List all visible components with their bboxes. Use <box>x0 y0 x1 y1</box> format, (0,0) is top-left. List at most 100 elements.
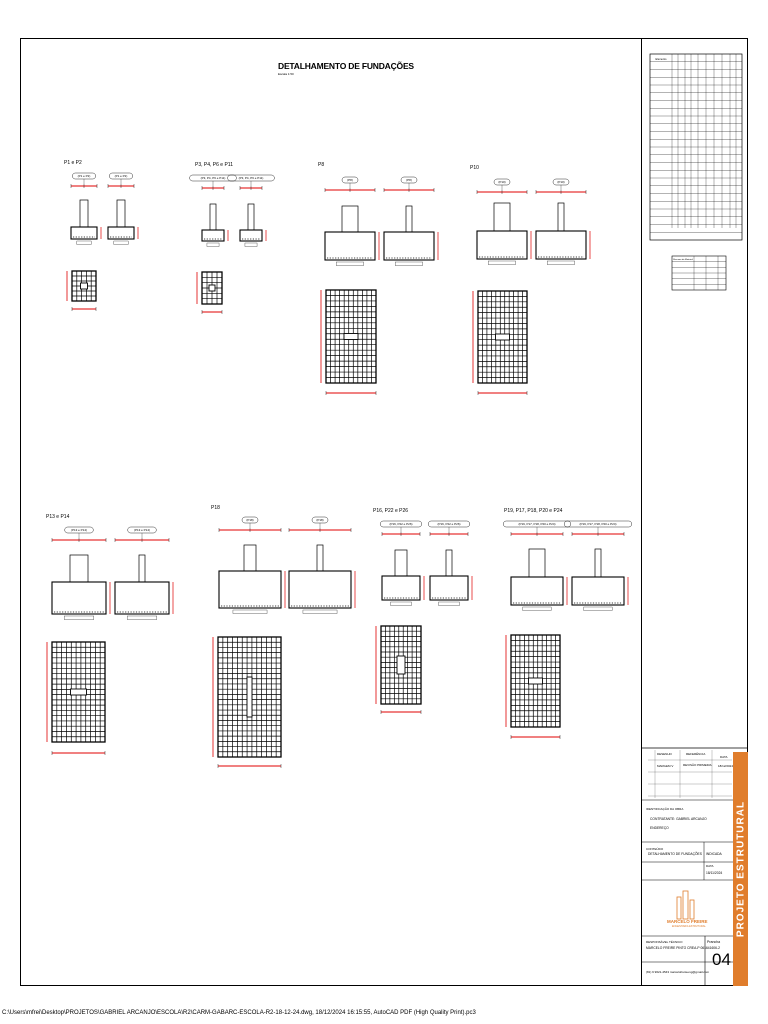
footing-block <box>535 230 587 260</box>
footing-plan <box>51 641 106 743</box>
footing-block <box>107 226 135 240</box>
column-label: (P18) <box>316 518 323 522</box>
footing-block <box>429 575 469 601</box>
footing-tag <box>206 242 220 247</box>
column-stub <box>557 202 565 232</box>
column-stub <box>116 199 126 228</box>
group-label-p18: P18 <box>211 505 220 511</box>
column-label: (P19, P17, P18, P20 e P24) <box>579 522 616 526</box>
logo-name: MARCELO FREIRE <box>667 919 708 924</box>
table-header-element: Elemento <box>656 57 668 61</box>
rev-row-2: REVISÃO PRIMEIRA <box>683 763 712 767</box>
group-label-p3: P3, P4, P6 e P11 <box>195 162 233 168</box>
column-outline <box>246 676 253 718</box>
group-label-p16: P16, P22 e P26 <box>373 508 409 514</box>
footing-tag <box>64 615 95 620</box>
contact: (81) 9 9621-4543 marcelofreireeng@gmail.… <box>646 970 710 974</box>
footing-block <box>571 576 625 606</box>
footing-plan <box>380 625 422 705</box>
client-label: IDENTIFICAÇÃO DA OBRA <box>646 807 684 811</box>
footing-plan <box>477 290 528 384</box>
column-label: (P13 e P14) <box>71 528 87 532</box>
footing-tag <box>302 609 338 614</box>
column-stub <box>243 544 257 572</box>
footing-plan <box>510 634 561 728</box>
scale-value: INDICADA <box>706 852 722 856</box>
drawing-sheet <box>20 38 748 986</box>
responsible-value: MARCELO FREIRE PINTO CREA-P 061641606-2 <box>646 946 720 950</box>
footing-tag <box>113 240 129 245</box>
rev-row-3: 18/12/2024 <box>718 764 734 768</box>
logo-icon <box>682 890 689 920</box>
column-outline <box>208 284 216 292</box>
footing-block <box>70 226 98 240</box>
summary-header: Resumo do Material <box>673 258 693 261</box>
column-label: (P16, P22 e P26) <box>437 522 460 526</box>
file-path-footer: C:\Users\mfrei\Desktop\PROJETOS\GABRIEL … <box>2 1010 476 1016</box>
column-outline <box>528 677 543 685</box>
content-label: CONTEÚDO <box>646 847 664 851</box>
column-label: (P19, P17, P18, P20 e P24) <box>518 522 555 526</box>
column-label: (P3, P4, P6 e P11) <box>239 176 264 180</box>
footing-tag <box>522 606 552 611</box>
column-stub <box>341 205 359 233</box>
column-label: (P3, P4, P6 e P11) <box>201 176 226 180</box>
column-outline <box>343 333 359 340</box>
logo-icon <box>689 899 695 920</box>
footing-tag <box>395 261 423 266</box>
footing-block <box>201 229 225 242</box>
group-label-p10: P10 <box>470 165 479 171</box>
column-label: (P1 e P2) <box>78 174 91 178</box>
footing-tag <box>336 261 364 266</box>
footing-plan <box>325 289 377 384</box>
column-stub <box>594 548 602 578</box>
sheet-label: Prancha <box>707 940 721 944</box>
footing-tag <box>76 240 92 245</box>
footing-block <box>381 575 421 601</box>
sheet-number: 04 <box>712 950 731 969</box>
client-value: CONTRATANTE: GABRIEL ARCANJO <box>650 817 707 821</box>
rev-header-2: REFERÊNCIA <box>686 752 706 756</box>
footing-tag <box>547 260 575 265</box>
logo-subtitle: ENGENHARIA ESTRUTURAL <box>672 925 706 928</box>
content-value: DETALHAMENTO DE FUNDAÇÕES <box>648 852 702 856</box>
group-label-p19: P19, P17, P18, P20 e P24 <box>504 508 563 514</box>
footing-plan <box>217 636 282 758</box>
column-outline <box>495 333 510 341</box>
footing-block <box>383 231 435 261</box>
date-value: 18/11/2024 <box>706 871 723 875</box>
drawing-scale: Escala 1:50 <box>278 72 294 76</box>
column-stub <box>209 203 217 231</box>
footing-tag <box>488 260 516 265</box>
footing-tag <box>438 601 460 606</box>
responsible-label: RESPONSÁVEL TÉCNICO <box>646 940 683 944</box>
column-stub <box>247 203 255 231</box>
column-outline <box>396 655 406 675</box>
group-label-p1-p2: P1 e P2 <box>64 160 82 166</box>
footing-block <box>288 570 352 609</box>
address: ENDEREÇO <box>650 826 669 830</box>
column-stub <box>493 202 511 232</box>
footing-tag <box>390 601 412 606</box>
footing-block <box>476 230 528 260</box>
footing-block <box>51 581 107 615</box>
column-label: (P13 e P14) <box>134 528 150 532</box>
column-stub <box>394 549 408 577</box>
footing-tag <box>583 606 613 611</box>
column-label: (P10) <box>498 180 505 184</box>
column-label: (P8) <box>406 178 412 182</box>
column-label: (P18) <box>246 518 253 522</box>
footing-tag <box>232 609 268 614</box>
project-stamp-text: PROJETO ESTRUTURAL <box>735 800 747 938</box>
project-stamp <box>733 752 748 986</box>
column-stub <box>69 554 89 583</box>
column-outline <box>70 688 87 696</box>
column-stub <box>405 205 413 233</box>
group-label-p13: P13 e P14 <box>46 514 70 520</box>
logo-icon <box>676 896 682 920</box>
column-outline <box>80 282 88 290</box>
column-stub <box>138 554 146 583</box>
footing-block <box>324 231 376 261</box>
title-block-divider <box>641 38 642 986</box>
column-label: (P1 e P2) <box>115 174 128 178</box>
